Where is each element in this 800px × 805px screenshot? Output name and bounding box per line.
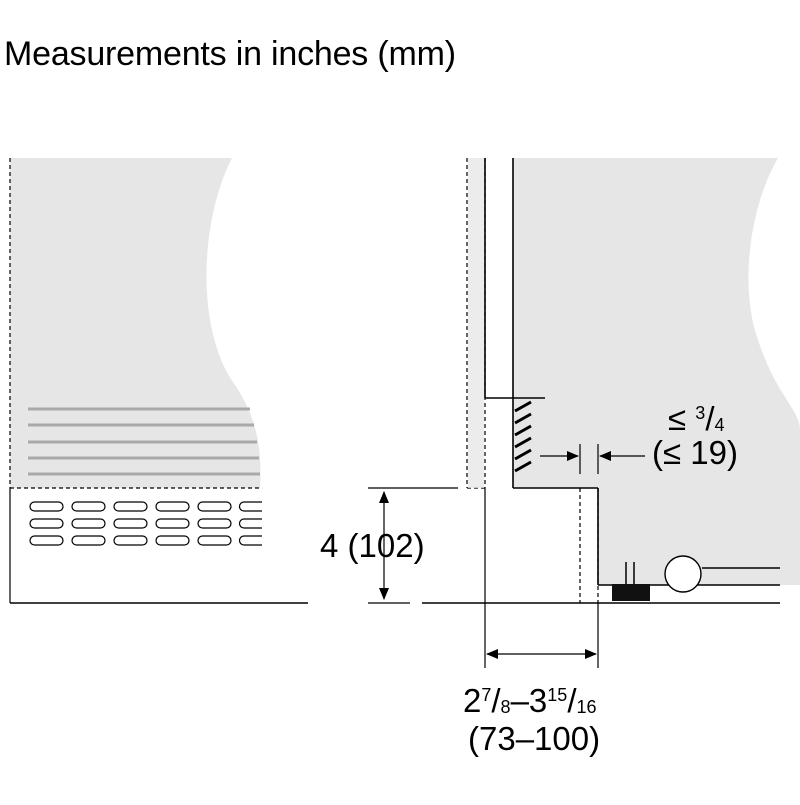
gap-dimension-mm: (≤ 19)	[652, 434, 738, 471]
caster-wheel	[664, 555, 780, 593]
left-front-view	[9, 158, 308, 604]
depth-dimension	[484, 488, 599, 668]
depth-min-whole: 2	[463, 682, 482, 719]
gap-dimension	[540, 444, 645, 474]
gap-slash: /	[705, 400, 715, 437]
cabinet-panel-fill	[468, 158, 484, 488]
depth-min-numerator: 7	[481, 685, 492, 705]
gap-symbol: ≤	[668, 400, 687, 437]
height-dimension	[368, 487, 458, 604]
vent-slots	[29, 501, 262, 546]
toe-kick-panel	[9, 487, 308, 604]
appliance-body-right	[513, 158, 800, 585]
depth-max-denominator: 16	[576, 697, 597, 717]
depth-max-slash: /	[567, 682, 577, 719]
depth-max-numerator: 15	[547, 685, 568, 705]
depth-range-dash: –	[510, 682, 529, 719]
gap-denominator: 4	[714, 415, 725, 435]
page-title: Measurements in inches (mm)	[4, 35, 456, 73]
gasket-hatching	[514, 400, 532, 473]
depth-dimension-mm: (73–100)	[468, 720, 601, 757]
depth-max-whole: 3	[528, 682, 548, 719]
toe-kick-dashed	[579, 488, 599, 603]
right-side-view	[422, 158, 800, 604]
grille-slats	[28, 407, 260, 476]
gap-dimension-inches: ≤ 3/4	[668, 394, 725, 444]
height-dimension-label: 4 (102)	[320, 527, 425, 564]
leveling-foot	[612, 562, 650, 601]
appliance-body-left	[10, 158, 261, 488]
depth-dimension-inches: 27/8–315/16	[463, 676, 597, 726]
depth-min-denominator: 8	[500, 697, 511, 717]
depth-min-slash: /	[491, 682, 501, 719]
gap-numerator: 3	[695, 403, 706, 423]
